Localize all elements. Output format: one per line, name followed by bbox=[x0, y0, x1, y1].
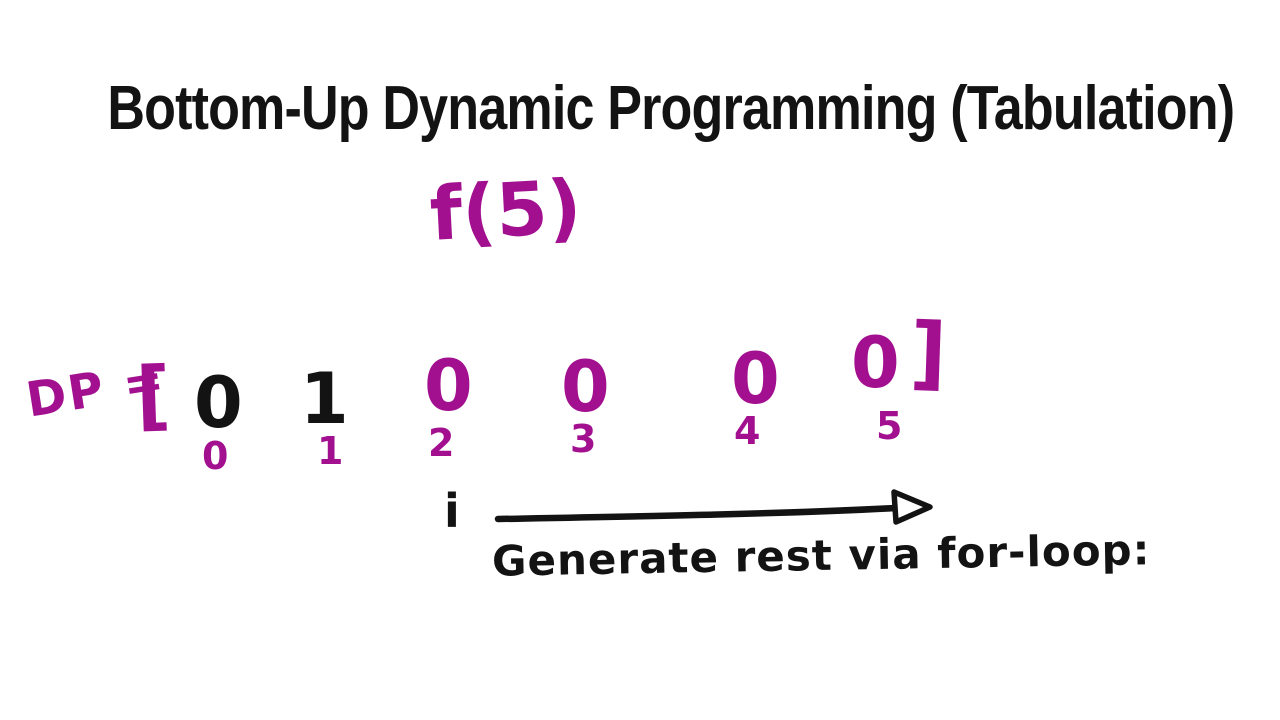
call-annotation: f(5) bbox=[427, 164, 584, 258]
loop-caption: Generate rest via for-loop: bbox=[491, 525, 1151, 586]
dp-cell-value: 0 bbox=[424, 345, 473, 427]
dp-close-bracket: ] bbox=[908, 305, 949, 400]
slide-title: Bottom-Up Dynamic Programming (Tabulatio… bbox=[107, 74, 1235, 143]
title-row: Bottom-Up Dynamic Programming (Tabulatio… bbox=[0, 78, 1280, 140]
dp-cell-index: 0 bbox=[202, 434, 229, 478]
dp-cell-index: 2 bbox=[428, 421, 455, 465]
dp-cell-index: 4 bbox=[734, 409, 761, 453]
dp-cell-value: 0 bbox=[851, 322, 900, 404]
loop-direction-arrow-icon bbox=[494, 489, 933, 525]
dp-cell-value: 0 bbox=[194, 362, 243, 444]
dp-open-bracket: [ bbox=[134, 349, 173, 440]
dp-cell-index: 3 bbox=[570, 417, 597, 461]
dp-cell-index: 1 bbox=[317, 429, 344, 473]
loop-index-label: i bbox=[444, 484, 460, 538]
dp-cell-value: 0 bbox=[561, 346, 610, 428]
arrow-shaft bbox=[494, 504, 900, 523]
dp-cell-value: 1 bbox=[300, 358, 349, 440]
dp-cell-index: 5 bbox=[876, 404, 903, 448]
dp-cell-value: 0 bbox=[731, 338, 780, 420]
arrow-head bbox=[891, 489, 933, 525]
